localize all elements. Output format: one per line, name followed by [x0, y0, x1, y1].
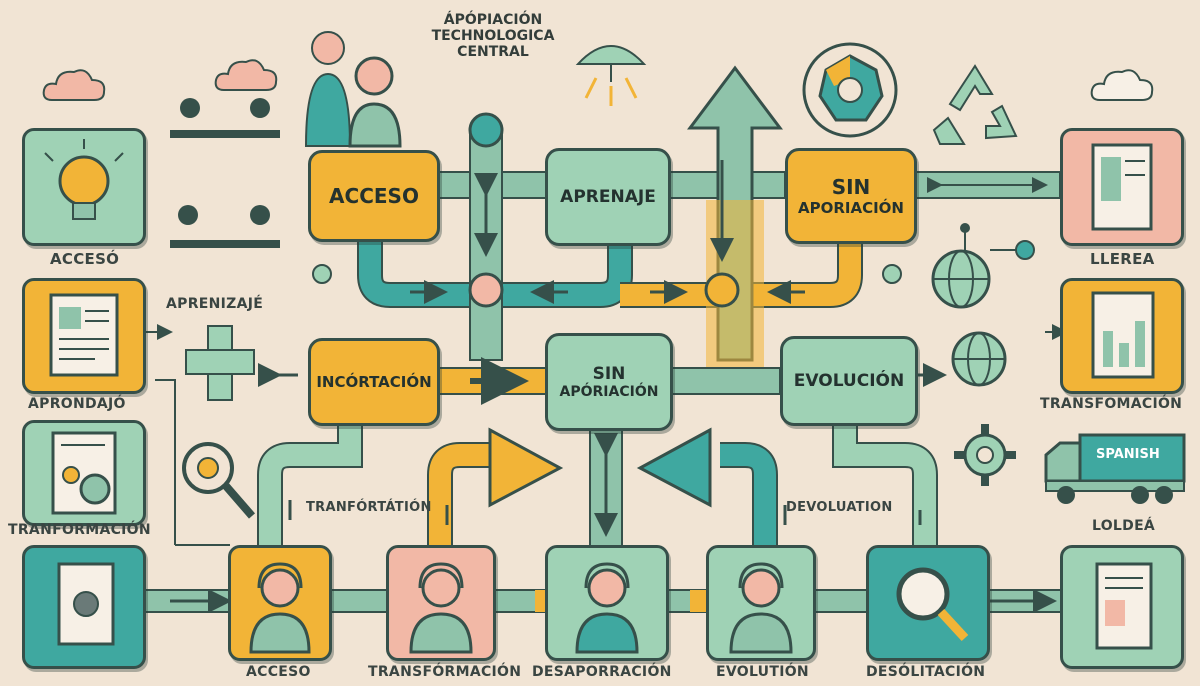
search-tile: [866, 545, 990, 661]
lightbulb-icon: [44, 139, 124, 220]
globe-icon: [931, 249, 991, 309]
document-icon-bottom-right: [1095, 562, 1153, 650]
node-sin-aporiacion-top: SIN APORIACIÓN: [785, 148, 917, 244]
pipe-upper-loop: [357, 240, 863, 308]
cloud-icon: [1090, 69, 1154, 101]
node-aprenaje-label: APRENAJE: [560, 187, 656, 207]
title-line-3: CENTRAL: [457, 44, 529, 60]
headset-person-icon: [249, 562, 311, 654]
headset-person-icon: [409, 562, 473, 654]
document-tile-right-bottom: [1060, 545, 1184, 669]
node-sin-mid-line1: SIN: [592, 364, 626, 384]
headset-person-icon: [729, 562, 793, 654]
node-aprenaje: APRENAJE: [545, 148, 671, 246]
label-evolution: EVOLUTIÓN: [716, 664, 809, 680]
bottom-left-tile: [22, 545, 146, 669]
node-sin-mid-line2: APÓRIACIÓN: [559, 384, 659, 400]
label-llerea: LLEREA: [1090, 250, 1155, 268]
label-tranformacion-left: TRANFORMACIÓN: [8, 522, 151, 538]
side-links: [960, 223, 1035, 262]
recycle-icon: [932, 64, 1018, 145]
document-tile-right-top: [1060, 128, 1184, 246]
gear-icon: [51, 431, 117, 515]
pipe-lower-links: [257, 420, 938, 545]
label-devoluation: DEVOLUATION: [786, 500, 893, 515]
person-headset-top-icon: [304, 31, 402, 148]
node-evolucion: EVOLUCIÓN: [780, 336, 918, 426]
title-line-1: ÁPÓPIACIÓN: [443, 12, 543, 28]
globe-icon: [951, 331, 1007, 387]
person-tile-acceso: [228, 545, 332, 661]
headset-person-icon: [575, 562, 639, 654]
document-icon: [49, 293, 119, 377]
label-desaporracion: DESAPORRACIÓN: [532, 664, 672, 680]
node-sin-top-line1: SIN: [831, 175, 871, 199]
cloud-icon: [42, 69, 106, 101]
node-sin-aporiacion-mid: SIN APÓRIACIÓN: [545, 333, 673, 431]
gear-icon: [954, 424, 1016, 486]
person-tile-evolution: [706, 545, 816, 661]
node-incortacion: INCÓRTACIÓN: [308, 338, 440, 426]
truck-icon: [1044, 433, 1186, 504]
lightbulb-tile: [22, 128, 146, 246]
person-tile-transformacion: [386, 545, 496, 661]
search-icon: [896, 567, 969, 642]
label-aprenizaje: APRENIZAJÉ: [166, 296, 264, 312]
document-icon-bottom-left: [57, 562, 115, 646]
person-tile-desaporracion: [545, 545, 669, 661]
plus-icon: [185, 325, 255, 401]
cycle-icon: [802, 42, 898, 138]
cloud-icon: [214, 59, 278, 91]
label-transfomacion: TRANSFOMACIÓN: [1040, 396, 1183, 412]
label-desolitacion: DESÓLITACIÓN: [866, 664, 986, 680]
label-acceso-bottom: ACCESO: [246, 664, 311, 680]
diagram-title: ÁPÓPIACIÓN TECHNOLOGICA CENTRAL: [418, 12, 568, 60]
node-incortacion-label: INCÓRTACIÓN: [316, 373, 432, 391]
umbrella-icon: [575, 45, 647, 106]
node-sin-top-line2: APORIACIÓN: [798, 199, 904, 217]
pipe-vertical-shafts: [468, 65, 783, 551]
small-globe-icon: [312, 264, 332, 284]
label-tranfortation: TRANFÓRTÁTIÓN: [306, 500, 432, 515]
gear-tile-left: [22, 420, 146, 526]
label-acceso-left: ACCESÓ: [50, 250, 120, 268]
document-tile-left: [22, 278, 146, 394]
node-acceso-label: ACCESO: [329, 184, 419, 208]
truck-label: SPANISH: [1096, 447, 1160, 462]
small-globe-icon: [882, 264, 902, 284]
label-loldea: LOLDEÁ: [1092, 518, 1156, 534]
label-transformacion-bottom: TRANSFÓRMACIÓN: [368, 664, 522, 680]
title-line-2: TECHNOLOGICA: [431, 28, 555, 44]
meeting-icon: [170, 98, 280, 248]
label-aprondajo: APRONDAJÓ: [28, 396, 126, 412]
search-gear-icon: [182, 442, 256, 519]
document-icon-right: [1091, 143, 1153, 231]
chart-tile-right: [1060, 278, 1184, 394]
chart-document-icon: [1091, 291, 1155, 379]
node-acceso: ACCESO: [308, 150, 440, 242]
node-evolucion-label: EVOLUCIÓN: [793, 371, 905, 391]
